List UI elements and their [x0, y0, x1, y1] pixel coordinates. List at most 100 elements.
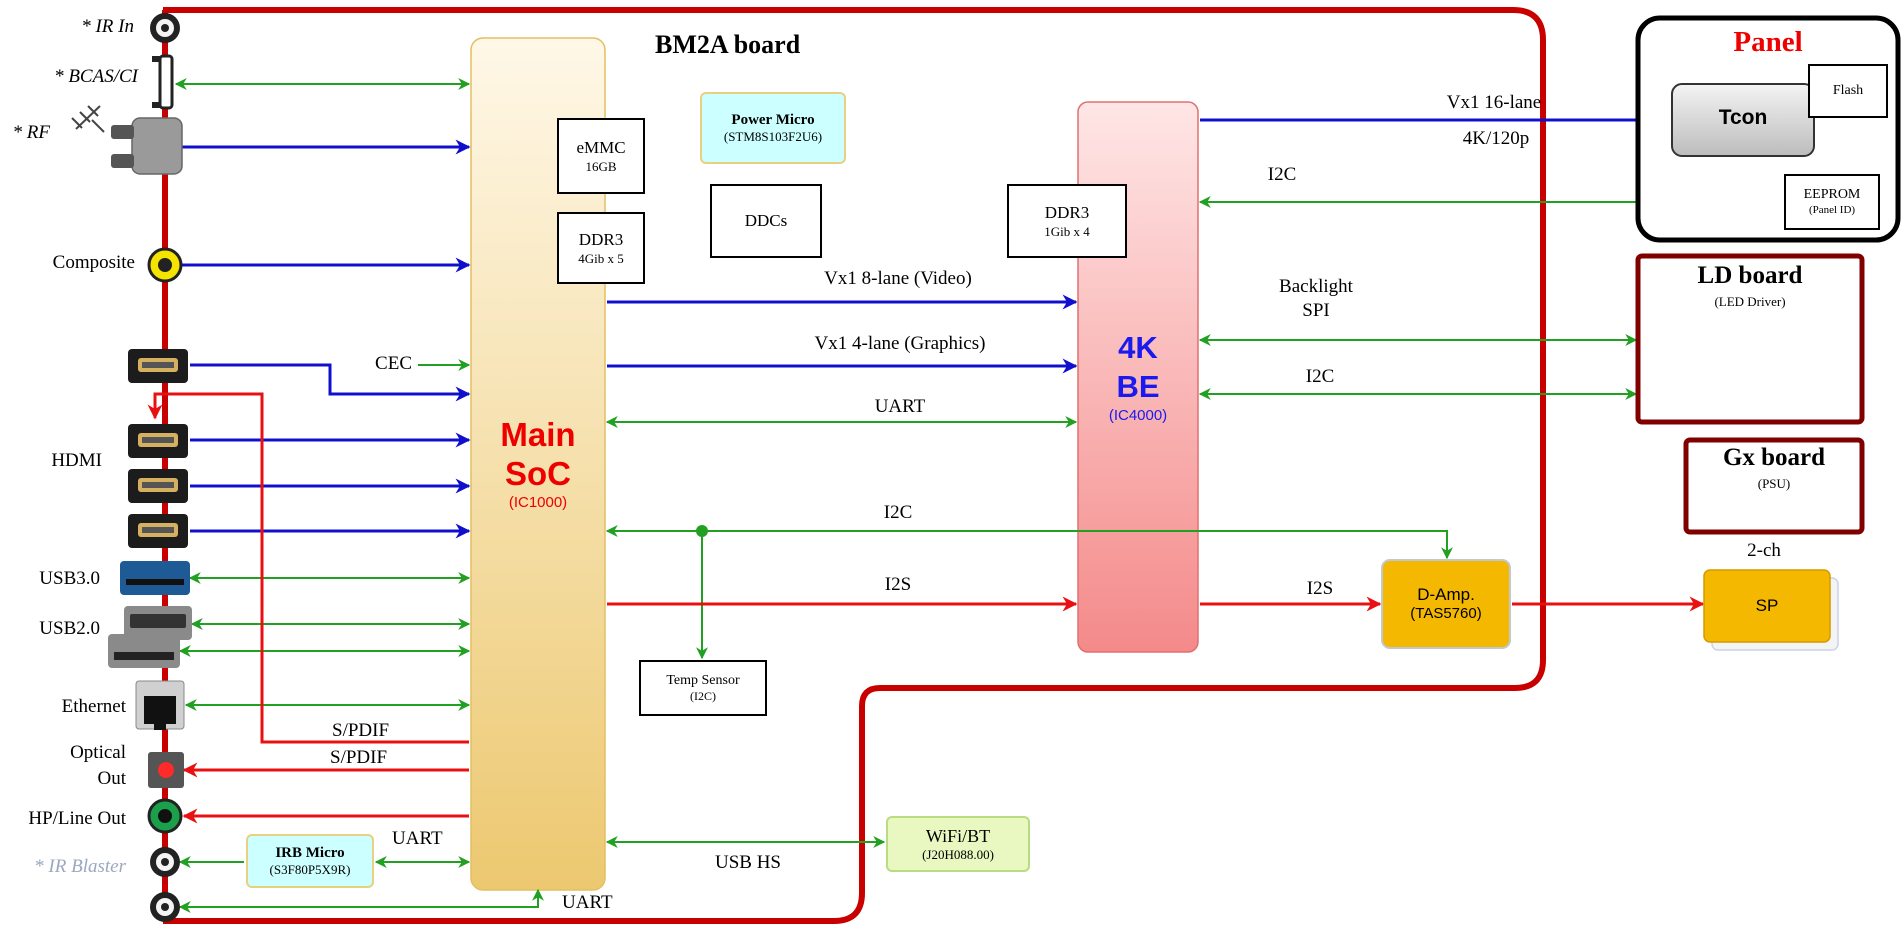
hdmi-port-icon — [128, 424, 188, 458]
speaker-channels: 2-ch — [1747, 540, 1781, 561]
i2c-main-label: I2C — [883, 502, 913, 523]
ld-board-title: LD board — [1697, 262, 1803, 289]
usb2-port-icon — [124, 606, 192, 640]
ddr3-soc-size: 4Gib x 5 — [578, 250, 624, 266]
ddr3-be-chip: DDR3 1Gib x 4 — [1007, 184, 1127, 258]
wifi-bt-chip: WiFi/BT (J20H088.00) — [886, 816, 1030, 872]
emmc-label: eMMC — [576, 138, 626, 158]
vx1-16-label: Vx1 16-lane — [1446, 92, 1542, 113]
vx1-8-label: Vx1 8-lane (Video) — [824, 268, 972, 289]
damp-label: D-Amp. — [1417, 585, 1475, 604]
board-outline — [163, 7, 1546, 924]
gx-board-title: Gx board — [1722, 444, 1826, 471]
bcas-slot-icon — [152, 54, 174, 110]
irb-micro-chip: IRB Micro (S3F80P5X9R) — [246, 834, 374, 888]
backlight-label-2: SPI — [1302, 300, 1330, 321]
ld-board-block — [1635, 253, 1865, 425]
hdmi-label: HDMI — [51, 450, 102, 471]
i2c-junction — [696, 525, 708, 537]
spdif-label-2: S/PDIF — [330, 747, 388, 768]
flash-label: Flash — [1832, 83, 1864, 99]
soc-ic-label: (IC1000) — [508, 494, 568, 511]
uart-soc-be-label: UART — [874, 396, 926, 417]
ddr3-soc-chip: DDR3 4Gib x 5 — [557, 212, 645, 284]
hdmi1-line — [190, 363, 471, 402]
composite-label: Composite — [52, 252, 135, 273]
damp-text: D-Amp. (TAS5760) — [1382, 560, 1510, 648]
ir-blaster-label: * IR Blaster — [34, 856, 126, 877]
i2c-ld-label: I2C — [1305, 366, 1335, 387]
tcon-block — [1671, 83, 1815, 157]
ir-blaster-jack-icon — [150, 847, 180, 877]
i2s-soc-be-label: I2S — [884, 574, 912, 595]
soc-label-2: SoC — [505, 455, 571, 492]
usb2-label: USB2.0 — [39, 618, 100, 639]
emmc-chip: eMMC 16GB — [557, 118, 645, 194]
optical-port-icon — [148, 752, 184, 788]
temp-sensor-chip: Temp Sensor (I2C) — [639, 660, 767, 716]
irb-micro-label: IRB Micro — [275, 844, 345, 861]
be-label-1: 4K — [1118, 330, 1158, 365]
temp-sensor-sub: (I2C) — [690, 689, 716, 704]
vx1-4-label: Vx1 4-lane (Graphics) — [814, 333, 986, 354]
optical-label-2: Out — [97, 768, 127, 789]
eeprom-chip: EEPROM (Panel ID) — [1784, 174, 1880, 230]
composite-jack-icon — [147, 247, 183, 283]
ddr3-be-label: DDR3 — [1044, 203, 1090, 223]
i2c-panel-label: I2C — [1267, 164, 1297, 185]
panel-title: Panel — [1733, 26, 1803, 58]
eeprom-label: EEPROM — [1803, 187, 1861, 203]
optical-label-1: Optical — [70, 742, 126, 763]
power-micro-label: Power Micro — [731, 111, 815, 128]
ddr3-soc-label: DDR3 — [578, 230, 624, 250]
ir-in-jack-icon — [150, 13, 180, 43]
ddcs-chip: DDCs — [710, 184, 822, 258]
ir-in-label: * IR In — [81, 16, 134, 37]
eeprom-sub: (Panel ID) — [1808, 203, 1856, 216]
cec-label: CEC — [375, 353, 412, 374]
temp-sensor-label: Temp Sensor — [666, 672, 740, 688]
hdmi-port-icon — [128, 349, 188, 383]
spdif-in-line — [147, 392, 469, 744]
flash-chip: Flash — [1808, 64, 1888, 118]
be-ic-label: (IC4000) — [1108, 407, 1168, 424]
hp-label: HP/Line Out — [28, 808, 126, 829]
wifi-bt-part: (J20H088.00) — [922, 847, 994, 863]
rf-connector-icon — [111, 117, 183, 175]
emmc-size: 16GB — [585, 158, 617, 174]
speaker-block — [1703, 569, 1831, 643]
board-title: BM2A board — [655, 30, 801, 59]
power-micro-part: (STM8S103F2U6) — [723, 129, 823, 145]
hdmi-port-icon — [128, 469, 188, 503]
damp-part: (TAS5760) — [1410, 605, 1482, 623]
spdif-label-1: S/PDIF — [332, 720, 390, 741]
uart-bottom-label: UART — [562, 892, 613, 913]
be-label-2: BE — [1116, 369, 1160, 404]
i2c-main-line — [605, 525, 1453, 560]
ld-board-subtitle: (LED Driver) — [1714, 294, 1786, 309]
hp-jack-icon — [147, 798, 183, 834]
soc-label-1: Main — [500, 416, 576, 453]
irb-micro-part: (S3F80P5X9R) — [269, 862, 351, 878]
hdmi-port-icon — [128, 514, 188, 548]
gx-board-subtitle: (PSU) — [1757, 476, 1791, 491]
wifi-bt-label: WiFi/BT — [925, 825, 991, 846]
power-micro-chip: Power Micro (STM8S103F2U6) — [700, 92, 846, 164]
uart-bottom-line — [178, 888, 544, 913]
damp-block — [1381, 559, 1511, 649]
res-4k-label: 4K/120p — [1462, 128, 1530, 149]
usb2-port-icon — [108, 634, 180, 668]
ethernet-port-icon — [135, 680, 185, 730]
gx-board-block — [1683, 437, 1865, 535]
ethernet-label: Ethernet — [61, 696, 126, 717]
speaker-label: SP — [1755, 596, 1779, 615]
usb3-port-icon — [120, 561, 190, 595]
bcas-label: * BCAS/CI — [54, 66, 138, 87]
i2s-be-amp-label: I2S — [1306, 578, 1334, 599]
rf-label: * RF — [12, 122, 50, 143]
uart-irb-label: UART — [392, 828, 443, 849]
tcon-label: Tcon — [1718, 106, 1768, 129]
bottom-jack-icon — [150, 892, 180, 922]
backlight-label-1: Backlight — [1279, 276, 1353, 297]
